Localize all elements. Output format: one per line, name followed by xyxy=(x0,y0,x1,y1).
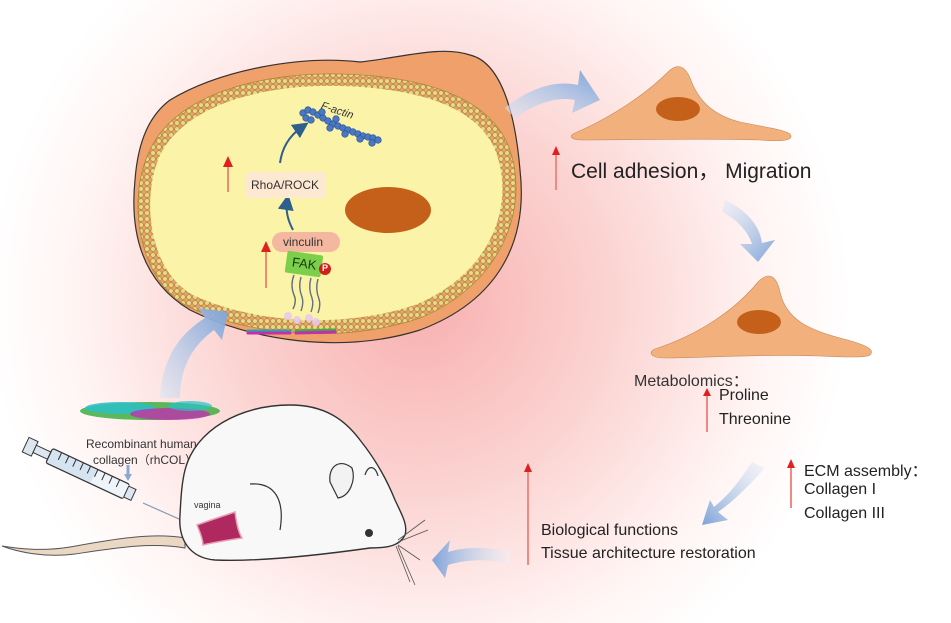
fak-box xyxy=(284,250,324,278)
outcome-line-2: Tissue architecture restoration xyxy=(541,545,756,562)
rat-tail xyxy=(1,535,186,556)
syringe xyxy=(21,436,137,502)
outcome-line-1: Biological functions xyxy=(541,522,678,539)
upregulation-arrow-ecm xyxy=(787,459,795,508)
rat-whiskers xyxy=(395,519,429,586)
rat xyxy=(1,404,429,586)
collagen-molecule xyxy=(80,401,220,420)
vagina-tissue xyxy=(196,510,244,546)
rat-haunch xyxy=(249,483,282,531)
fibroblast-metabolomics xyxy=(650,275,872,359)
upregulation-arrow-fak xyxy=(261,241,271,288)
ecm-item-collagen-3: Collagen III xyxy=(804,505,885,522)
vinculin-box xyxy=(272,232,340,252)
phospho-label: P xyxy=(322,263,329,273)
integrin-heads xyxy=(284,312,320,326)
flow-arrow-ecm-to-outcome xyxy=(702,462,765,525)
vinculin-label: vinculin xyxy=(283,235,324,249)
phospho-circle xyxy=(319,263,331,275)
fibroblast-migration xyxy=(570,66,792,142)
flow-arrow-rat-to-cell xyxy=(160,308,228,398)
vinculin-to-rhoa-arrow xyxy=(277,194,294,231)
upregulation-arrow-migration xyxy=(552,146,560,190)
cell-diagram xyxy=(133,50,522,344)
upregulation-arrow-rhoa xyxy=(223,156,233,192)
metabolomics-item-proline: Proline xyxy=(719,387,769,404)
rat-back-ear xyxy=(364,467,379,477)
integrin-receptors xyxy=(291,274,321,314)
injection-down-arrow xyxy=(124,465,132,481)
flow-arrow-outcome-to-rat xyxy=(432,540,510,578)
rat-ear xyxy=(329,463,354,499)
ecm-item-collagen-1: Collagen I xyxy=(804,481,877,498)
rhoa-to-actin-arrow xyxy=(279,122,309,164)
flow-arrow-migration-to-metabolomics xyxy=(722,200,775,262)
ecm-heading: ECM assembly： xyxy=(804,463,928,480)
rhcol-label-line-1: Recombinant human xyxy=(86,437,197,451)
upregulation-arrow-outcome xyxy=(524,463,532,565)
collagen-strands xyxy=(246,328,337,335)
rhoa-rock-label: RhoA/ROCK xyxy=(251,178,320,192)
f-actin-filament xyxy=(299,106,382,147)
metabolomics-heading: Metabolomics： xyxy=(634,373,749,390)
vagina-label: vagina xyxy=(194,500,221,510)
nucleus xyxy=(345,187,431,233)
rat-eye xyxy=(365,529,373,537)
rhoa-rock-box xyxy=(246,172,326,198)
cytoplasm xyxy=(150,85,503,321)
rhcol-label-line-2: collagen（rhCOL） xyxy=(93,453,198,467)
fak-label: FAK xyxy=(291,254,318,273)
flow-arrow-cell-to-migration xyxy=(505,70,600,118)
migration-label: Cell adhesion， Migration xyxy=(571,160,812,183)
metabolomics-item-threonine: Threonine xyxy=(719,411,792,428)
upregulation-arrow-metabolomics xyxy=(703,388,711,432)
